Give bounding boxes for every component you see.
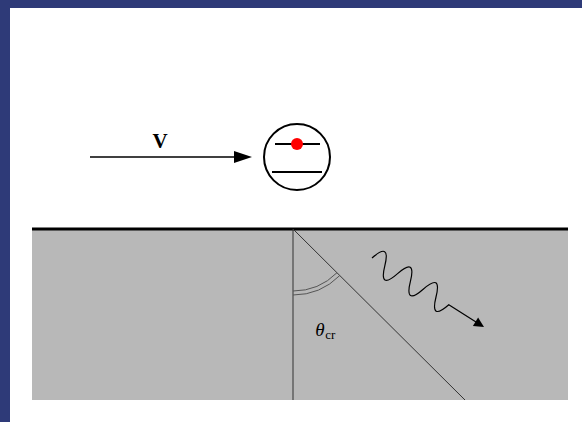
- velocity-label: V: [152, 131, 167, 152]
- angle-symbol: θ: [315, 320, 324, 339]
- normal-line: [293, 229, 294, 400]
- angle-arc: [293, 276, 340, 296]
- slide-band-top: [0, 0, 582, 8]
- velocity-arrow: [90, 156, 238, 158]
- photon-arrowhead: [473, 318, 484, 328]
- angle-arc: [293, 273, 337, 291]
- velocity-arrowhead: [234, 151, 252, 163]
- excited-electron: [291, 138, 303, 150]
- cherenkov-ray: [293, 229, 465, 400]
- angle-subscript: cr: [325, 328, 335, 341]
- dielectric-medium: [32, 229, 568, 400]
- photon-wave: [372, 251, 476, 322]
- energy-level: [272, 171, 322, 173]
- surface-line: [32, 228, 568, 231]
- slide-band-left: [0, 0, 10, 422]
- atom-circle: [264, 124, 330, 190]
